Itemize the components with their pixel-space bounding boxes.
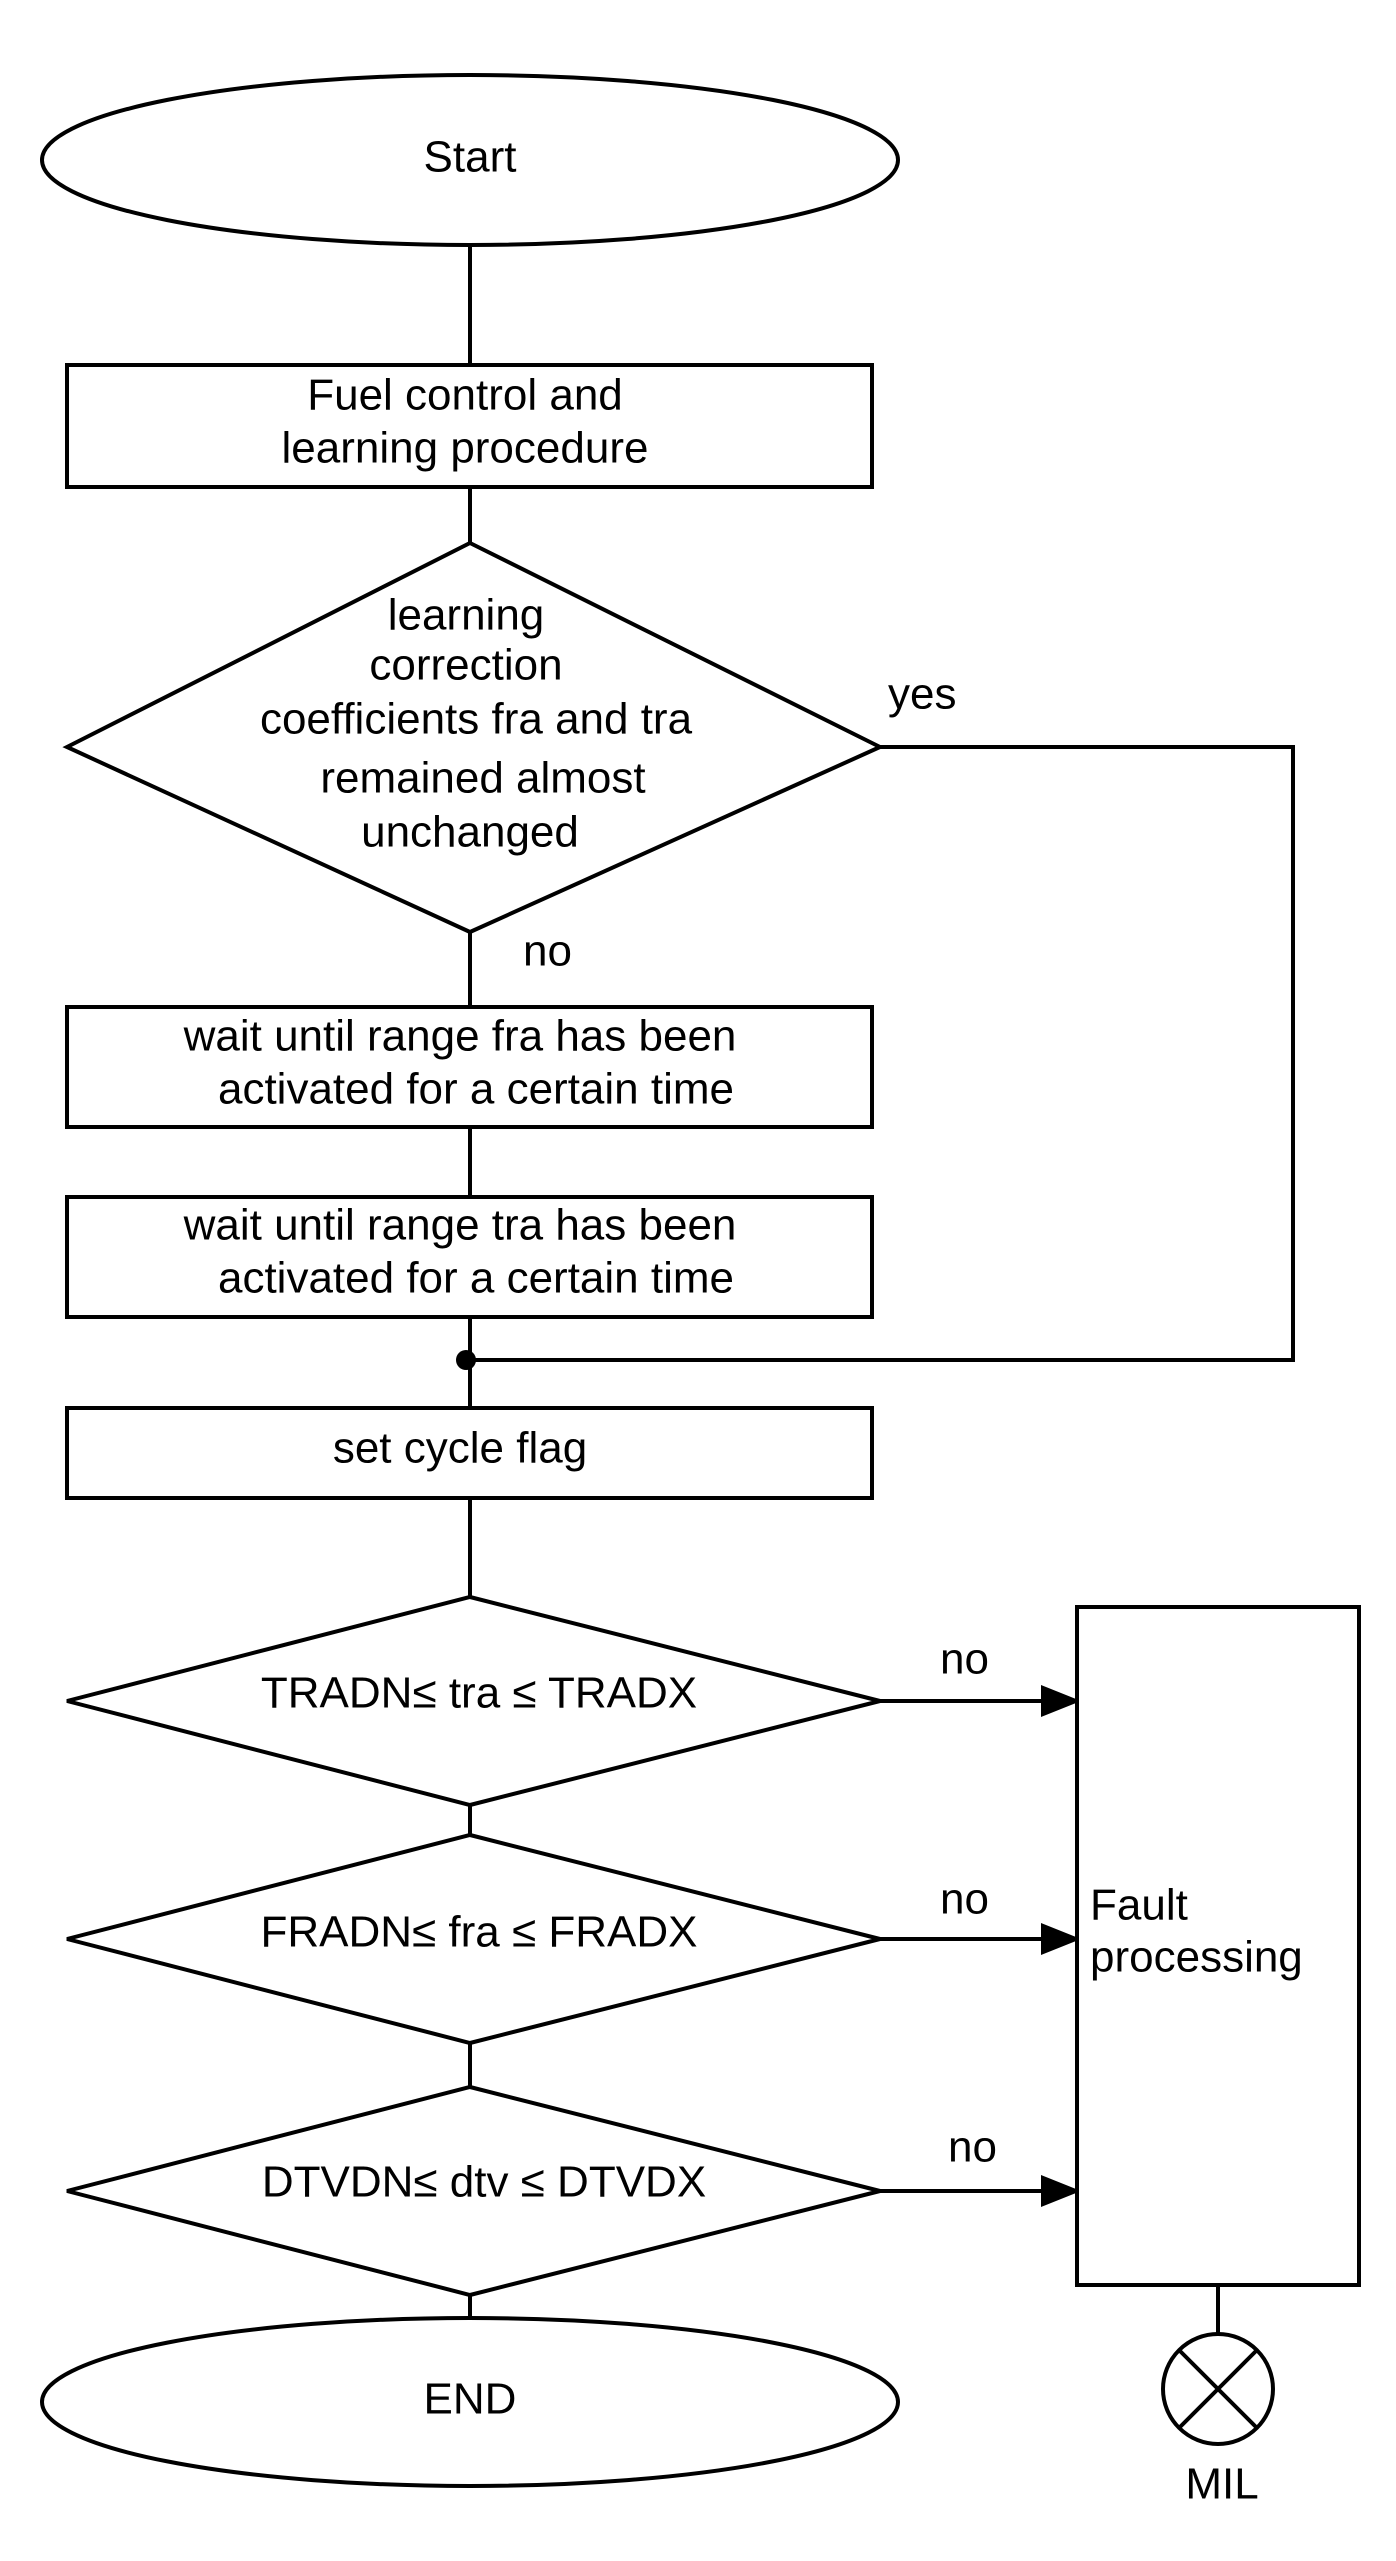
fuel-control-label-line2: learning procedure [282,424,649,473]
wait-fra-box: wait until range fra has been activated … [65,1005,874,1129]
wait-tra-label-line1: wait until range tra has been [183,1201,737,1250]
set-cycle-flag-label: set cycle flag [333,1424,587,1473]
dtv-check-label: DTVDN≤ dtv ≤ DTVDX [262,2158,706,2207]
end-label: END [424,2375,517,2424]
fra-check-label: FRADN≤ fra ≤ FRADX [261,1908,698,1957]
fault-processing-box: Fault processing [1075,1605,1361,2287]
start-label: Start [424,133,517,182]
decision-label-line5: unchanged [361,808,579,857]
mil-lamp-icon [1161,2332,1275,2446]
connectors [456,245,1295,2334]
learning-decision-diamond: learning correction coefficients fra and… [62,540,885,935]
fault-label-line2: processing [1090,1933,1303,1982]
no-label-decision: no [523,927,572,976]
decision-label-line3: coefficients fra and tra [260,695,693,744]
no-label-fra: no [940,1875,989,1924]
set-cycle-flag-box: set cycle flag [65,1406,874,1500]
decision-label-line2: correction [369,641,562,690]
wait-fra-label-line2: activated for a certain time [218,1065,734,1114]
junction-dot [456,1350,476,1370]
connector-yes-path [470,745,1295,1362]
decision-label-line1: learning [388,591,545,640]
no-label-dtv: no [948,2123,997,2172]
fault-label-line1: Fault [1090,1881,1188,1930]
fuel-control-box: Fuel control and learning procedure [65,363,874,489]
wait-tra-box: wait until range tra has been activated … [65,1195,874,1319]
tra-check-diamond: TRADN≤ tra ≤ TRADX [66,1594,881,1808]
dtv-check-diamond: DTVDN≤ dtv ≤ DTVDX [66,2084,881,2298]
start-terminal: Start [40,73,900,247]
fuel-control-label-line1: Fuel control and [307,371,623,420]
fra-check-diamond: FRADN≤ fra ≤ FRADX [66,1832,881,2046]
wait-tra-label-line2: activated for a certain time [218,1254,734,1303]
mil-label: MIL [1185,2460,1258,2509]
yes-label: yes [888,670,956,719]
decision-label-line4: remained almost [320,754,645,803]
tra-check-label: TRADN≤ tra ≤ TRADX [261,1669,697,1718]
no-label-tra: no [940,1635,989,1684]
wait-fra-label-line1: wait until range fra has been [183,1012,737,1061]
end-terminal: END [40,2316,900,2488]
